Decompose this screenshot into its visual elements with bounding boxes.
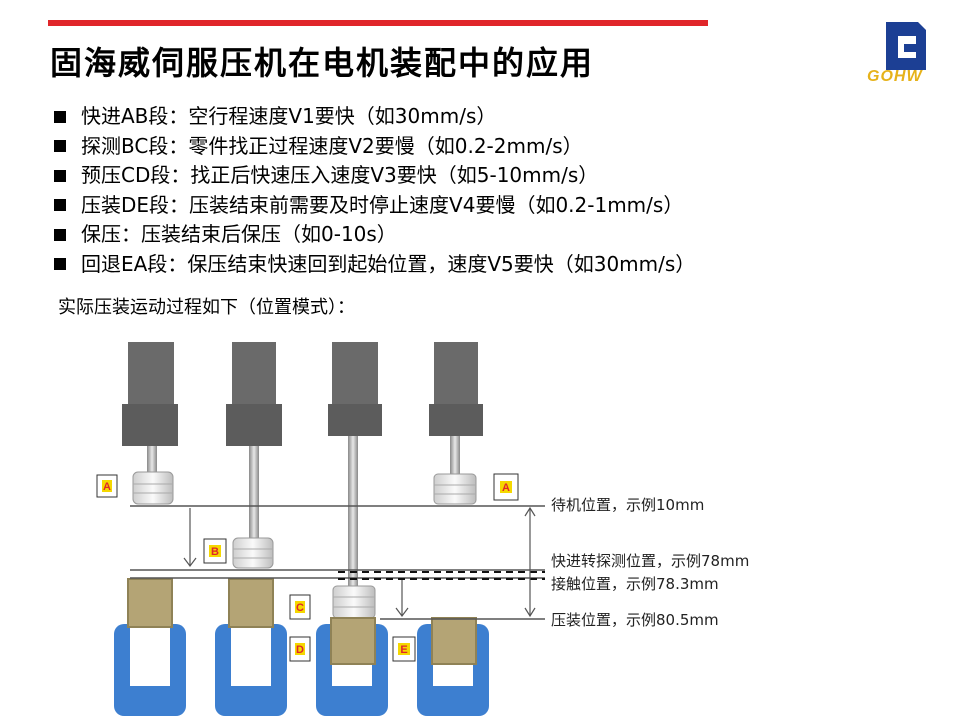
actuator-2 [226,342,282,569]
fixture-4 [417,617,489,716]
marker-a-right: A [493,473,519,501]
fixture-3 [316,617,388,716]
svg-text:D: D [296,644,304,656]
bullet-square-icon [54,169,66,182]
fixture-1 [114,578,186,716]
bullet-list: 快进AB段：空行程速度V1要快（如30mm/s） 探测BC段：零件找正过程速度V… [52,102,695,279]
label-probe-position: 快进转探测位置，示例78mm [551,552,749,570]
travel-arrow-de [395,580,409,617]
travel-arrow-ab [183,508,197,567]
bullet-square-icon [54,258,66,271]
logo-text: GOHW [867,68,923,85]
marker-d: D [289,636,311,662]
svg-text:A: A [502,482,510,494]
marker-a-left: A [96,474,118,498]
title-accent-bar [48,20,708,26]
bullet-item: 压装DE段：压装结束前需要及时停止速度V4要慢（如0.2-1mm/s） [52,191,695,221]
actuator-3 [328,342,382,619]
bullet-item: 预压CD段：找正后快速压入速度V3要快（如5-10mm/s） [52,161,695,191]
actuator-4 [429,342,483,505]
page-title: 固海威伺服压机在电机装配中的应用 [50,44,595,82]
diagram-caption: 实际压装运动过程如下（位置模式）： [58,297,355,318]
label-standby-position: 待机位置，示例10mm [551,496,704,514]
position-bracket [524,506,536,618]
bullet-item: 回退EA段：保压结束快速回到起始位置，速度V5要快（如30mm/s） [52,250,695,280]
label-contact-position: 接触位置，示例78.3mm [551,575,719,593]
bullet-square-icon [54,110,66,123]
actuator-1 [122,342,178,505]
marker-b: B [203,538,227,564]
marker-e: E [392,636,416,662]
gohw-logo [886,16,926,70]
bullet-square-icon [54,228,66,241]
svg-text:C: C [296,602,304,614]
svg-text:A: A [103,481,111,493]
fixture-2 [215,578,287,716]
bullet-item: 快进AB段：空行程速度V1要快（如30mm/s） [52,102,695,132]
svg-text:B: B [211,546,219,558]
bullet-square-icon [54,199,66,212]
bullet-square-icon [54,140,66,153]
label-press-position: 压装位置，示例80.5mm [551,611,719,629]
bullet-item: 保压：压装结束后保压（如0-10s） [52,220,695,250]
marker-c: C [289,594,311,620]
bullet-item: 探测BC段：零件找正过程速度V2要慢（如0.2-2mm/s） [52,132,695,162]
svg-text:E: E [400,644,407,656]
